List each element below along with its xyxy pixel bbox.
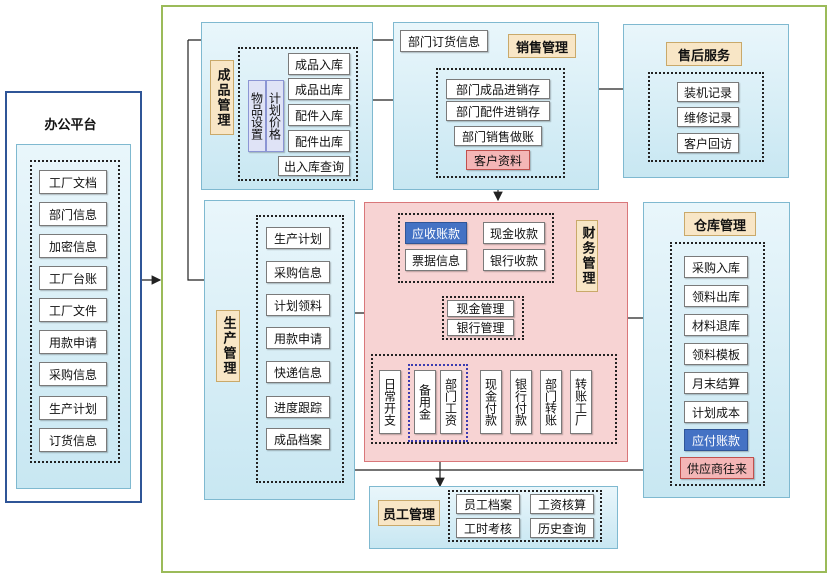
office-item-order[interactable]: 订货信息	[39, 428, 107, 452]
prod-plan[interactable]: 生产计划	[266, 227, 330, 249]
inout-query[interactable]: 出入库查询	[278, 156, 350, 176]
customer-visit[interactable]: 客户回访	[677, 133, 739, 153]
month-end[interactable]: 月末结算	[684, 372, 748, 394]
cash-mgmt[interactable]: 现金管理	[447, 300, 514, 317]
dept-sales-accounting[interactable]: 部门销售做账	[454, 126, 542, 146]
payable[interactable]: 应付账款	[684, 429, 748, 451]
office-item-files[interactable]: 工厂文件	[39, 298, 107, 322]
plan-price[interactable]: 计划价格	[266, 80, 284, 152]
parts-out[interactable]: 配件出库	[288, 130, 350, 152]
dept-wage[interactable]: 部门工资	[440, 370, 462, 434]
finance-bottom-group	[371, 354, 617, 444]
customer-data[interactable]: 客户资料	[466, 150, 530, 170]
wage-calc[interactable]: 工资核算	[530, 494, 594, 514]
product-archive[interactable]: 成品档案	[266, 428, 330, 450]
history-query[interactable]: 历史查询	[530, 518, 594, 538]
sales-title: 销售管理	[508, 34, 576, 58]
plan-cost[interactable]: 计划成本	[684, 401, 748, 423]
bank-mgmt[interactable]: 银行管理	[447, 319, 514, 336]
finance-top-group	[398, 213, 554, 283]
transfer-factory[interactable]: 转账工厂	[570, 370, 592, 434]
product-title: 成品管理	[210, 60, 234, 135]
office-title: 办公平台	[44, 117, 97, 133]
express-info[interactable]: 快递信息	[266, 361, 330, 383]
prod-purchase[interactable]: 采购信息	[266, 261, 330, 283]
parts-in[interactable]: 配件入库	[288, 104, 350, 126]
reserve-wage-group	[408, 364, 468, 442]
hours-assess[interactable]: 工时考核	[456, 518, 520, 538]
dept-product-stock[interactable]: 部门成品进销存	[446, 79, 550, 99]
finance-title: 财务管理	[576, 220, 598, 292]
material-return[interactable]: 材料退库	[684, 314, 748, 336]
purchase-in[interactable]: 采购入库	[684, 256, 748, 278]
staff-group	[448, 490, 602, 542]
staff-title: 员工管理	[378, 500, 440, 526]
item-settings[interactable]: 物品设置	[248, 80, 266, 152]
daily-expense[interactable]: 日常开支	[379, 370, 401, 434]
plan-material[interactable]: 计划领料	[266, 294, 330, 316]
cash-receive[interactable]: 现金收款	[483, 222, 545, 244]
repair-record[interactable]: 维修记录	[677, 107, 739, 127]
receivable[interactable]: 应收账款	[405, 222, 467, 244]
office-item-docs[interactable]: 工厂文档	[39, 170, 107, 194]
aftersales-title: 售后服务	[666, 42, 742, 66]
office-item-ledger[interactable]: 工厂台账	[39, 266, 107, 290]
office-item-dept[interactable]: 部门信息	[39, 202, 107, 226]
progress-track[interactable]: 进度跟踪	[266, 396, 330, 418]
product-out[interactable]: 成品出库	[288, 78, 350, 100]
warehouse-group	[670, 242, 765, 486]
prod-payreq[interactable]: 用款申请	[266, 327, 330, 349]
aftersales-group	[648, 72, 764, 162]
warehouse-title: 仓库管理	[684, 212, 756, 236]
office-item-payreq[interactable]: 用款申请	[39, 330, 107, 354]
production-title: 生产管理	[216, 310, 240, 382]
system-frame	[161, 5, 827, 573]
sales-group	[436, 68, 565, 178]
office-item-plan[interactable]: 生产计划	[39, 396, 107, 420]
finance-mid-group	[442, 296, 524, 340]
bill-info[interactable]: 票据信息	[405, 249, 467, 271]
dept-order-info[interactable]: 部门订货信息	[400, 30, 488, 52]
office-item-purchase[interactable]: 采购信息	[39, 362, 107, 386]
office-item-encrypt[interactable]: 加密信息	[39, 234, 107, 258]
material-out[interactable]: 领料出库	[684, 285, 748, 307]
office-group	[30, 160, 120, 463]
production-group	[256, 215, 344, 483]
bank-payment[interactable]: 银行付款	[510, 370, 532, 434]
dept-transfer[interactable]: 部门转账	[540, 370, 562, 434]
cash-payment[interactable]: 现金付款	[480, 370, 502, 434]
product-group	[238, 47, 358, 181]
install-record[interactable]: 装机记录	[677, 82, 739, 102]
material-template[interactable]: 领料模板	[684, 343, 748, 365]
product-in[interactable]: 成品入库	[288, 53, 350, 75]
staff-archive[interactable]: 员工档案	[456, 494, 520, 514]
dept-parts-stock[interactable]: 部门配件进销存	[446, 101, 550, 121]
bank-receive[interactable]: 银行收款	[483, 249, 545, 271]
reserve-fund[interactable]: 备用金	[414, 370, 436, 434]
supplier-contact[interactable]: 供应商往来	[680, 457, 754, 479]
